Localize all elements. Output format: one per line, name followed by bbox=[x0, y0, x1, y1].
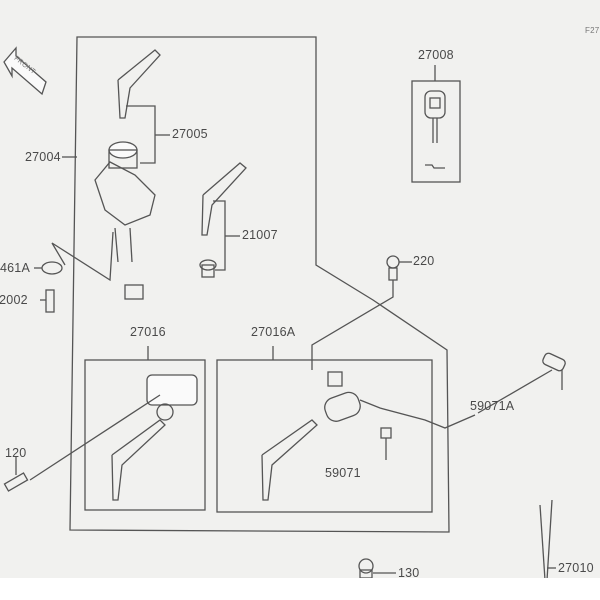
part-label-461A[interactable]: 461A bbox=[0, 261, 30, 275]
screw-icon bbox=[45, 289, 55, 313]
part-label-27016A[interactable]: 27016A bbox=[251, 325, 296, 339]
main-assembly-frame bbox=[69, 36, 450, 533]
part-label-59071A[interactable]: 59071A bbox=[470, 399, 515, 413]
nut-icon bbox=[358, 558, 374, 579]
cable-end-icon bbox=[542, 352, 566, 372]
lock-icon bbox=[146, 374, 198, 421]
part-label-59071[interactable]: 59071 bbox=[325, 466, 361, 480]
box-27016 bbox=[84, 359, 206, 511]
bolt-icon bbox=[386, 255, 400, 281]
key-blank-box bbox=[411, 80, 461, 183]
part-label-27005[interactable]: 27005 bbox=[172, 127, 208, 141]
part-label-92002[interactable]: 92002 bbox=[0, 293, 28, 307]
part-label-27016[interactable]: 27016 bbox=[130, 325, 166, 339]
seat-lock-icon bbox=[324, 371, 476, 429]
figure-code: F27 bbox=[585, 26, 600, 35]
part-label-130[interactable]: 130 bbox=[398, 566, 420, 580]
screw-icon bbox=[3, 472, 29, 492]
key-icon bbox=[261, 419, 318, 501]
ignition-switch-icon bbox=[94, 141, 156, 300]
part-label-27008[interactable]: 27008 bbox=[418, 48, 454, 62]
key-blank-icon bbox=[424, 90, 446, 169]
part-label-120[interactable]: 120 bbox=[5, 446, 27, 460]
front-arrow-icon bbox=[3, 46, 47, 96]
part-label-27010[interactable]: 27010 bbox=[558, 561, 594, 575]
part-label-27004[interactable]: 27004 bbox=[25, 150, 61, 164]
page-bottom-margin bbox=[0, 578, 600, 600]
washer-icon bbox=[41, 261, 63, 275]
key-icon bbox=[111, 419, 166, 501]
box-27016A bbox=[216, 359, 433, 513]
wire-harness-icon bbox=[539, 499, 553, 581]
key-icon bbox=[117, 49, 161, 119]
key-icon bbox=[201, 162, 247, 236]
part-label-220[interactable]: 220 bbox=[413, 254, 435, 268]
part-label-21007[interactable]: 21007 bbox=[242, 228, 278, 242]
clip-icon bbox=[380, 427, 392, 439]
cap-icon bbox=[199, 259, 217, 278]
